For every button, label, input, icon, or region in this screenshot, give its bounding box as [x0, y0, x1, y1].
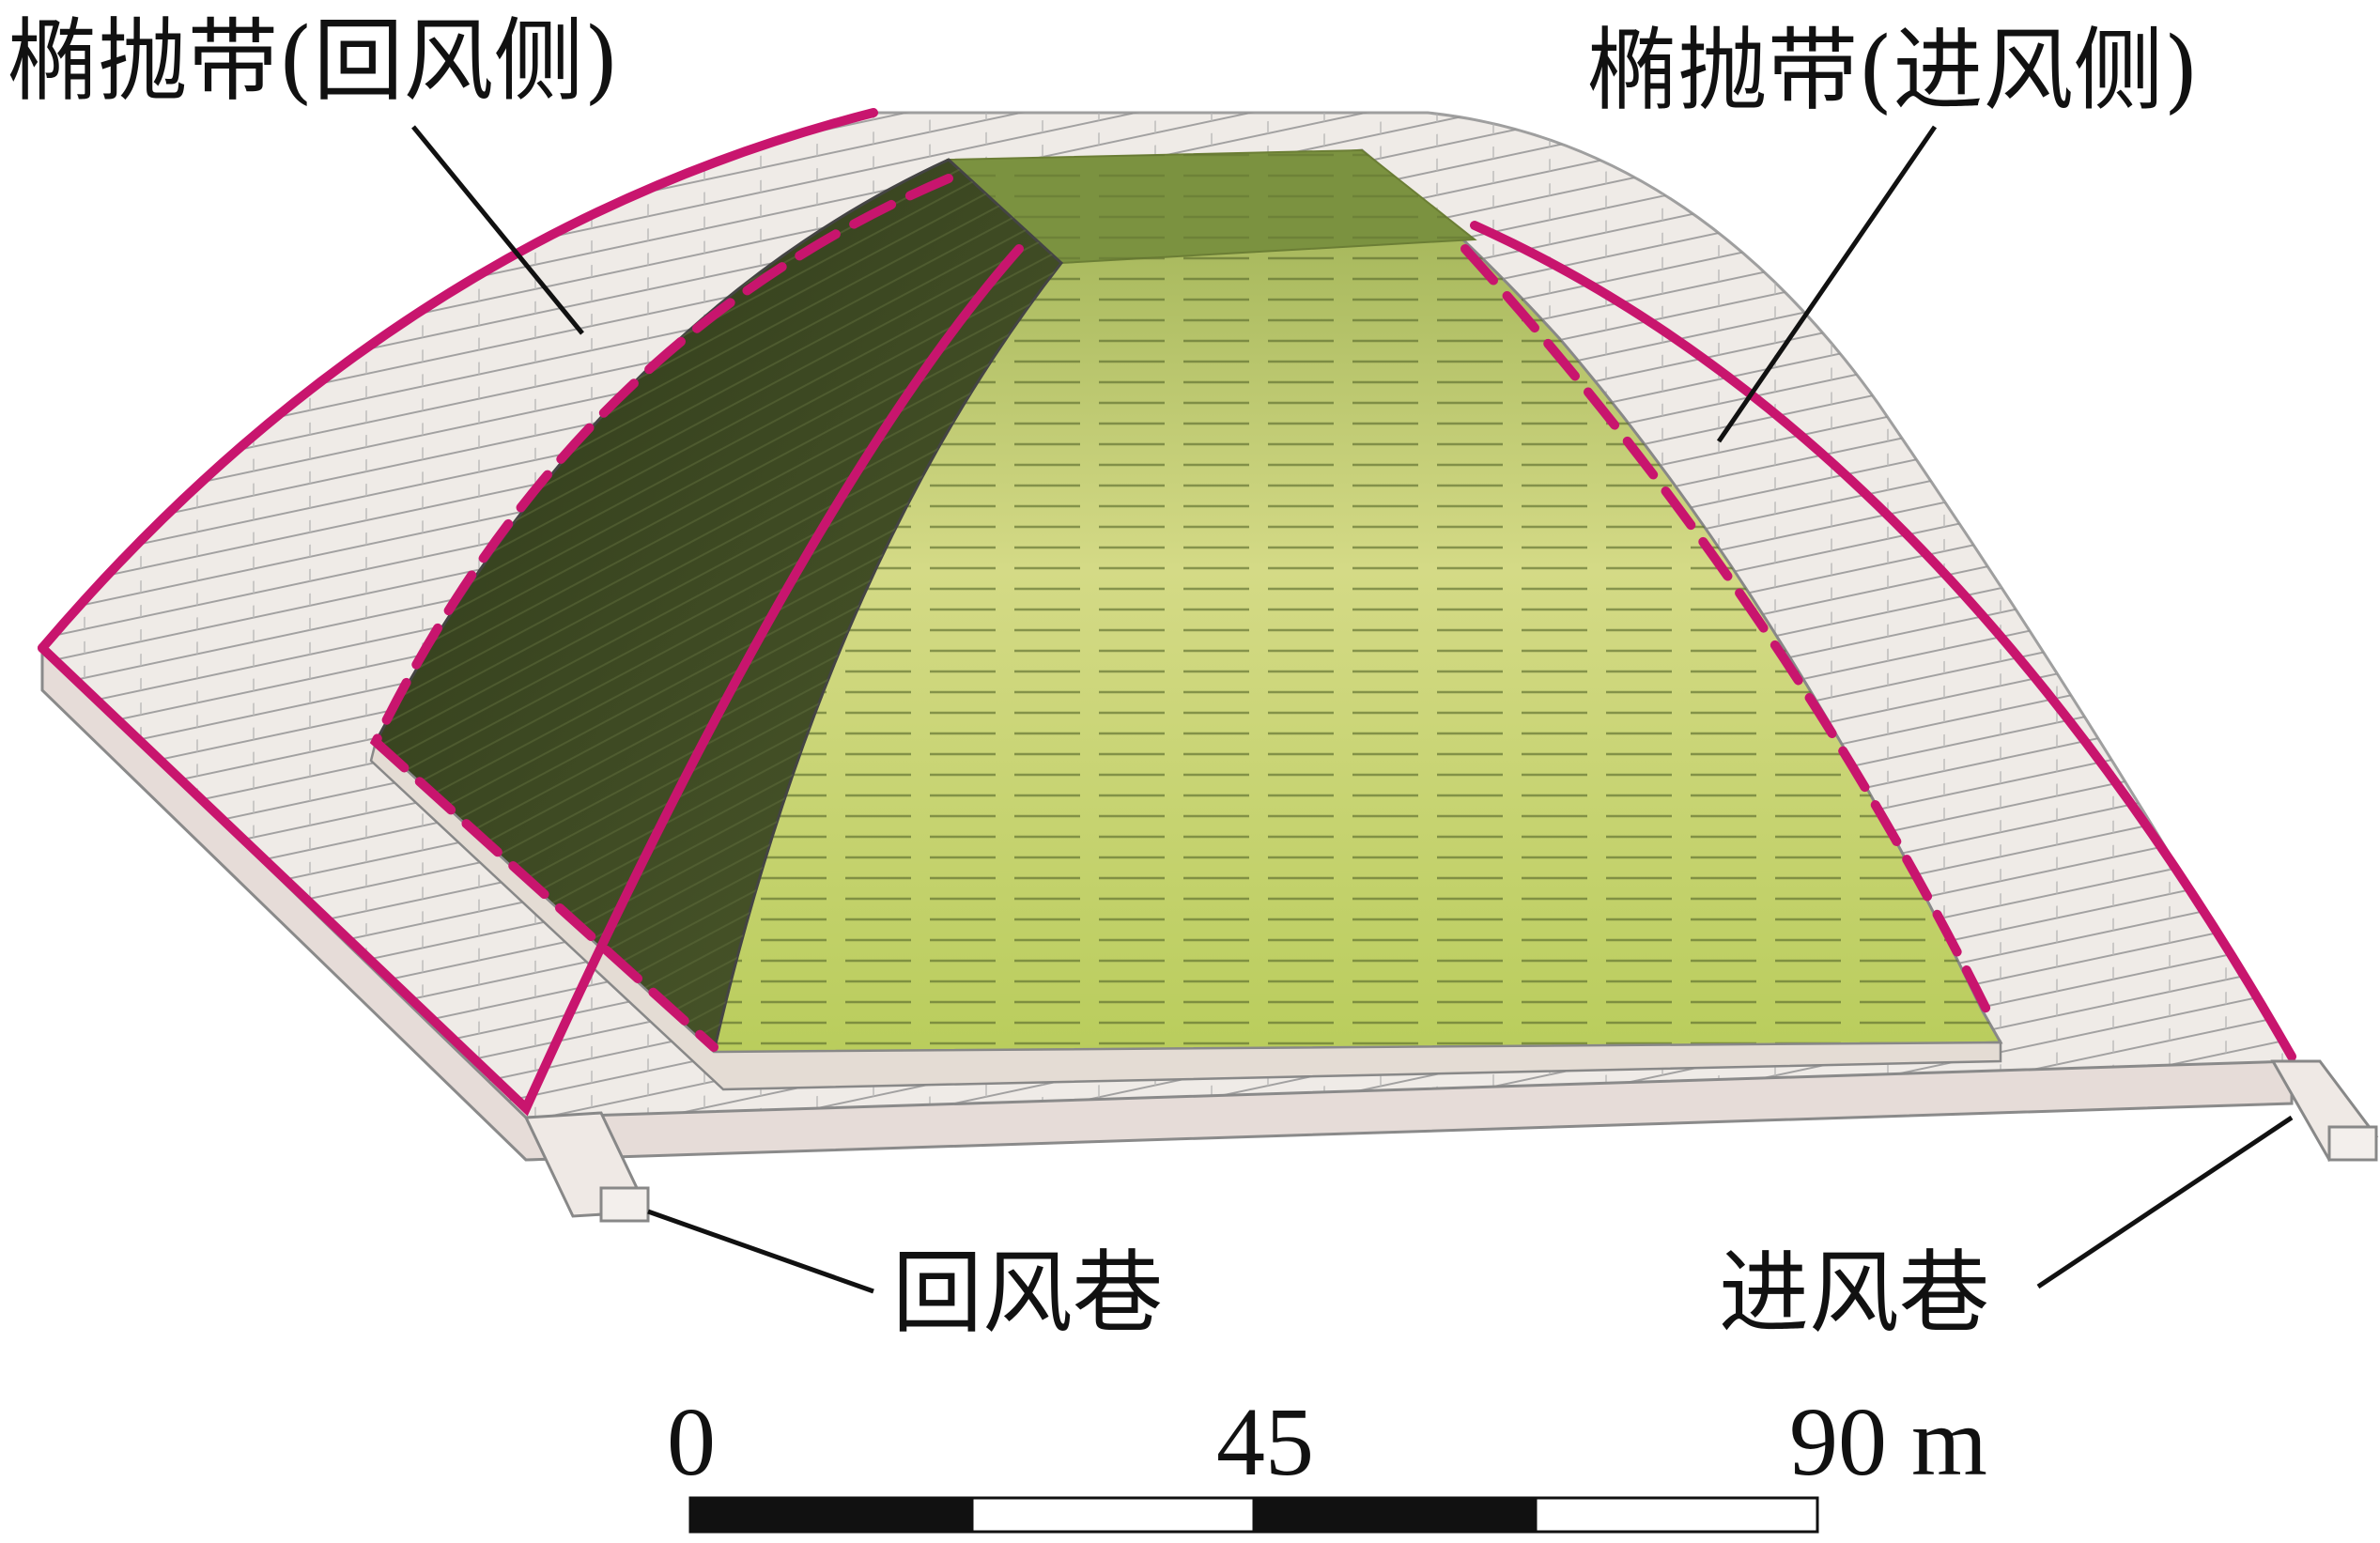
- leader-ellipsoid-return: [411, 125, 584, 335]
- inner-boundary-intake-dashed: [1460, 244, 1996, 1024]
- scale-bar: 0 45 90 m: [667, 1388, 1987, 1534]
- label-return-airway: 回风巷: [892, 1241, 1163, 1346]
- leader-lines: [411, 125, 2294, 1294]
- scale-tick-0: 0: [667, 1388, 716, 1496]
- outer-boundary-intake: [1470, 221, 2296, 1061]
- inner-caving-zone: [369, 148, 2003, 1091]
- outer-boundary-return-lower: [38, 244, 1024, 1117]
- scale-tick-45: 45: [1216, 1388, 1314, 1496]
- outer-boundary-return: [38, 108, 878, 653]
- ellipsoid-boundaries: [38, 108, 2296, 1117]
- label-ellipsoid-return: 椭抛带(回风侧): [8, 8, 619, 114]
- label-ellipsoid-intake: 椭抛带(进风侧): [1587, 18, 2199, 123]
- scale-tick-90: 90 m: [1789, 1388, 1987, 1496]
- inner-boundary-return-dashed: [369, 174, 953, 1052]
- leader-return-airway: [647, 1209, 874, 1294]
- leader-intake-airway: [2036, 1115, 2294, 1289]
- label-intake-airway: 进风巷: [1719, 1241, 1989, 1346]
- leader-ellipsoid-intake: [1716, 125, 1938, 443]
- intake-airway-model: [2270, 1059, 2379, 1162]
